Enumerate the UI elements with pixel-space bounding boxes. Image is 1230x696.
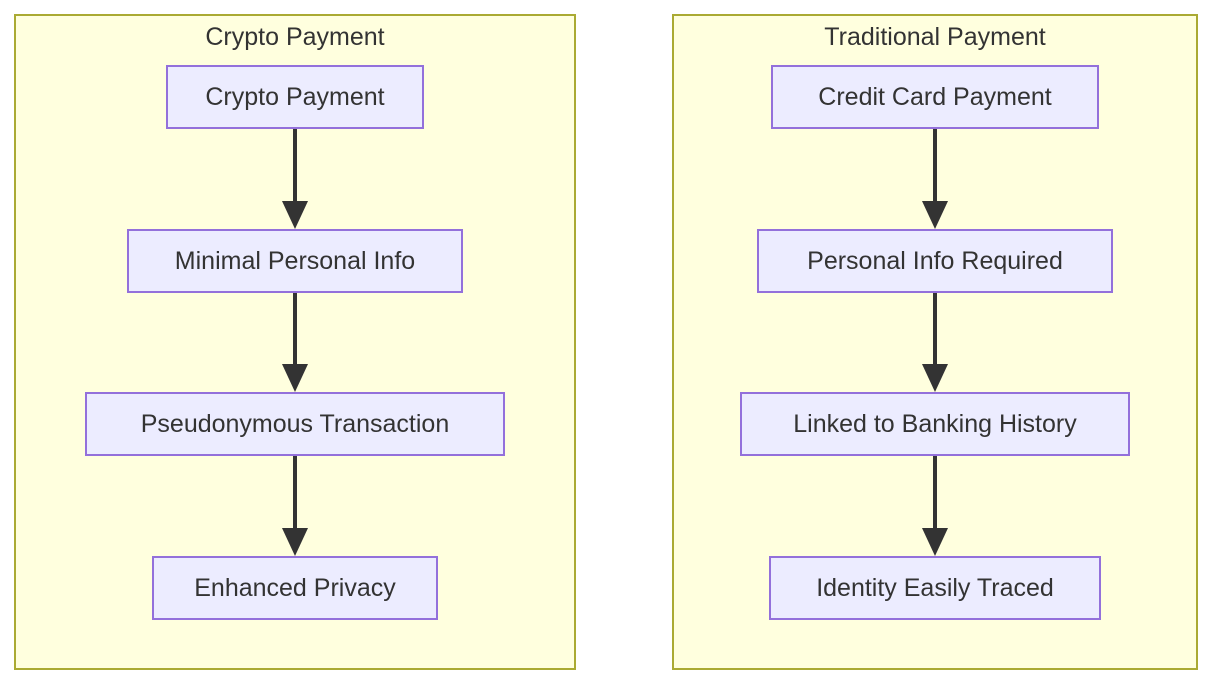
edge-line: [933, 129, 937, 201]
node-enhanced-privacy: Enhanced Privacy: [152, 556, 438, 620]
arrowhead-down-icon: [282, 528, 308, 556]
node-label: Minimal Personal Info: [174, 246, 416, 275]
node-label: Linked to Banking History: [793, 409, 1077, 438]
node-credit-card-payment: Credit Card Payment: [771, 65, 1099, 129]
node-label: Pseudonymous Transaction: [140, 409, 450, 438]
edge-line: [293, 129, 297, 201]
node-label: Crypto Payment: [205, 82, 385, 111]
subgraph-crypto-payment: Crypto Payment Crypto Payment Minimal Pe…: [14, 14, 576, 670]
node-pseudonymous-transaction: Pseudonymous Transaction: [85, 392, 505, 456]
edge-line: [933, 456, 937, 528]
node-minimal-personal-info: Minimal Personal Info: [127, 229, 463, 293]
node-identity-easily-traced: Identity Easily Traced: [769, 556, 1101, 620]
arrowhead-down-icon: [922, 528, 948, 556]
edge-line: [293, 293, 297, 364]
edge-credit-card-to-personal-info: [922, 129, 948, 229]
node-label: Identity Easily Traced: [816, 573, 1054, 602]
arrowhead-down-icon: [282, 201, 308, 229]
edge-banking-history-to-identity-traced: [922, 456, 948, 556]
edge-line: [293, 456, 297, 528]
arrowhead-down-icon: [922, 201, 948, 229]
node-label: Personal Info Required: [807, 246, 1063, 275]
node-crypto-payment: Crypto Payment: [166, 65, 424, 129]
arrowhead-down-icon: [922, 364, 948, 392]
edge-crypto-to-minimal-info: [282, 129, 308, 229]
subgraph-title-traditional-payment: Traditional Payment: [824, 23, 1046, 51]
edge-pseudonymous-to-enhanced-privacy: [282, 456, 308, 556]
edge-line: [933, 293, 937, 364]
node-linked-to-banking-history: Linked to Banking History: [740, 392, 1130, 456]
node-label: Credit Card Payment: [818, 82, 1052, 111]
node-label: Enhanced Privacy: [194, 573, 396, 602]
node-personal-info-required: Personal Info Required: [757, 229, 1113, 293]
edge-personal-info-to-banking-history: [922, 293, 948, 392]
subgraph-title-crypto-payment: Crypto Payment: [205, 23, 385, 51]
arrowhead-down-icon: [282, 364, 308, 392]
edge-minimal-info-to-pseudonymous: [282, 293, 308, 392]
subgraph-traditional-payment: Traditional Payment Credit Card Payment …: [672, 14, 1198, 670]
